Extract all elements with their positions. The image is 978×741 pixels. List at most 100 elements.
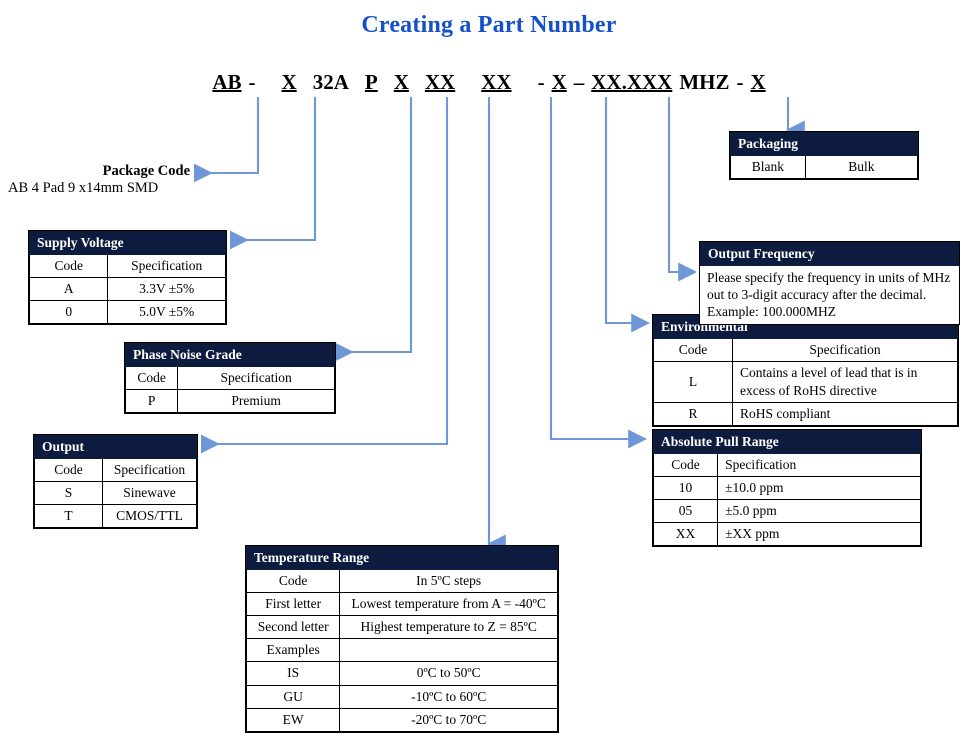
column-header: Code: [652, 453, 719, 477]
column-header: Specification: [732, 338, 958, 362]
column-header: Code: [652, 338, 734, 362]
table-row: L Contains a level of lead that is in ex…: [652, 360, 958, 404]
absolute-pull-range-title: Absolute Pull Range: [653, 430, 921, 454]
package-code-label: Package Code: [102, 163, 190, 179]
cell-spec: -10ºC to 60ºC: [339, 684, 558, 709]
column-header: Specification: [177, 366, 335, 390]
table-row: R RoHS compliant: [652, 402, 958, 427]
cell-spec: ±XX ppm: [717, 522, 921, 547]
cell-code: S: [33, 480, 104, 505]
pn-segment-packaging: X: [750, 70, 766, 94]
column-header: Specification: [102, 458, 197, 482]
supply-voltage-title: Supply Voltage: [29, 231, 226, 255]
cell-spec: 5.0V ±5%: [107, 299, 226, 325]
cell-spec: 0ºC to 50ºC: [339, 661, 558, 686]
cell-code: R: [652, 402, 734, 427]
pn-segment-pull-range: XX: [481, 70, 512, 94]
supply-voltage-card: Supply Voltage Code Specification A 3.3V…: [28, 230, 227, 326]
pn-segment-output: X: [393, 70, 409, 94]
output-frequency-line: Example: 100.000MHZ: [707, 304, 836, 320]
phase-noise-grade-card: Phase Noise Grade Code Specification P P…: [124, 342, 336, 414]
cell-code: T: [33, 503, 104, 529]
cell-blank: Blank: [730, 155, 806, 179]
cell-code: L: [652, 360, 734, 404]
packaging-card: Packaging Blank Bulk: [729, 131, 919, 180]
package-code-description: AB 4 Pad 9 x14mm SMD: [8, 180, 159, 196]
table-row: First letter Lowest temperature from A =…: [245, 591, 558, 616]
table-header-row: Code In 5ºC steps: [245, 569, 558, 593]
table-header-row: Code Specification: [28, 254, 226, 278]
cell-spec: [339, 638, 558, 663]
output-frequency-title: Output Frequency: [700, 242, 959, 266]
table-row: T CMOS/TTL: [33, 503, 197, 529]
pn-segment-package: AB: [212, 70, 242, 94]
pn-segment-mhz: MHZ: [679, 70, 730, 94]
table-header-row: Code Specification: [652, 453, 921, 477]
cell-code: 0: [28, 299, 109, 325]
cell-spec: Sinewave: [102, 480, 197, 505]
output-table: Code Specification S Sinewave T CMOS/TTL: [33, 458, 197, 529]
pn-segment-frequency: XX.XXX: [591, 70, 673, 94]
output-card: Output Code Specification S Sinewave T C…: [33, 434, 198, 530]
table-row: XX ±XX ppm: [652, 522, 921, 547]
column-header: Code: [28, 254, 109, 278]
cell-code: Examples: [245, 638, 341, 663]
cell-code: First letter: [245, 591, 341, 616]
table-row: Blank Bulk: [730, 155, 919, 179]
output-frequency-line: Please specify the frequency in units of…: [707, 269, 951, 285]
column-header: Code: [33, 458, 104, 482]
cell-code: EW: [245, 707, 341, 733]
pn-separator-4: -: [736, 70, 744, 94]
table-header-row: Code Specification: [124, 366, 335, 390]
cell-spec: ±5.0 ppm: [717, 498, 921, 524]
temperature-range-table: Code In 5ºC steps First letter Lowest te…: [245, 569, 558, 733]
temperature-range-card: Temperature Range Code In 5ºC steps Firs…: [245, 545, 559, 734]
supply-voltage-table: Code Specification A 3.3V ±5% 0 5.0V ±5%: [28, 254, 226, 325]
pn-separator-2: -: [537, 70, 545, 94]
phase-noise-grade-table: Code Specification P Premium: [124, 366, 335, 413]
cell-spec: -20ºC to 70ºC: [339, 707, 558, 733]
cell-spec: RoHS compliant: [732, 402, 958, 427]
packaging-table: Blank Bulk: [730, 155, 919, 179]
output-frequency-line: out to 3-digit accuracy after the decima…: [707, 286, 927, 302]
phase-noise-grade-title: Phase Noise Grade: [125, 343, 335, 367]
output-frequency-card: Output Frequency Please specify the freq…: [699, 241, 960, 326]
cell-code: XX: [652, 522, 719, 547]
pn-segment-32a: 32A: [312, 70, 349, 94]
pn-segment-phase-noise: P: [364, 70, 378, 94]
cell-code: GU: [245, 684, 341, 709]
cell-spec: ±10.0 ppm: [717, 475, 921, 500]
absolute-pull-range-card: Absolute Pull Range Code Specification 1…: [652, 429, 922, 548]
table-header-row: Code Specification: [33, 458, 197, 482]
cell-spec: Premium: [177, 388, 335, 413]
package-code-block: Package Code AB 4 Pad 9 x14mm SMD: [8, 163, 198, 197]
table-row: P Premium: [124, 388, 335, 413]
cell-code: P: [124, 388, 179, 413]
table-header-row: Code Specification: [652, 338, 958, 362]
cell-code: A: [28, 276, 109, 301]
pn-segment-temperature: XX: [424, 70, 456, 94]
packaging-title: Packaging: [730, 132, 918, 156]
table-row: Examples: [245, 638, 558, 663]
table-row: 10 ±10.0 ppm: [652, 475, 921, 500]
page-title: Creating a Part Number: [361, 12, 617, 38]
pn-separator-3: –: [573, 70, 585, 94]
table-row: GU -10ºC to 60ºC: [245, 684, 558, 709]
column-header: Specification: [717, 453, 921, 477]
cell-spec: Contains a level of lead that is in exce…: [732, 360, 958, 404]
output-title: Output: [34, 435, 197, 459]
environmental-card: Environmental Code Specification L Conta…: [652, 314, 959, 428]
pn-separator-1: -: [248, 70, 256, 94]
cell-spec: CMOS/TTL: [102, 503, 197, 529]
temperature-range-title: Temperature Range: [246, 546, 558, 570]
cell-code: Second letter: [245, 614, 341, 640]
table-row: 05 ±5.0 ppm: [652, 498, 921, 524]
cell-spec: Highest temperature to Z = 85ºC: [339, 614, 558, 640]
table-row: EW -20ºC to 70ºC: [245, 707, 558, 733]
output-frequency-body: Please specify the frequency in units of…: [700, 266, 959, 325]
column-header: Code: [245, 569, 341, 593]
table-row: IS 0ºC to 50ºC: [245, 661, 558, 686]
column-header: In 5ºC steps: [339, 569, 558, 593]
